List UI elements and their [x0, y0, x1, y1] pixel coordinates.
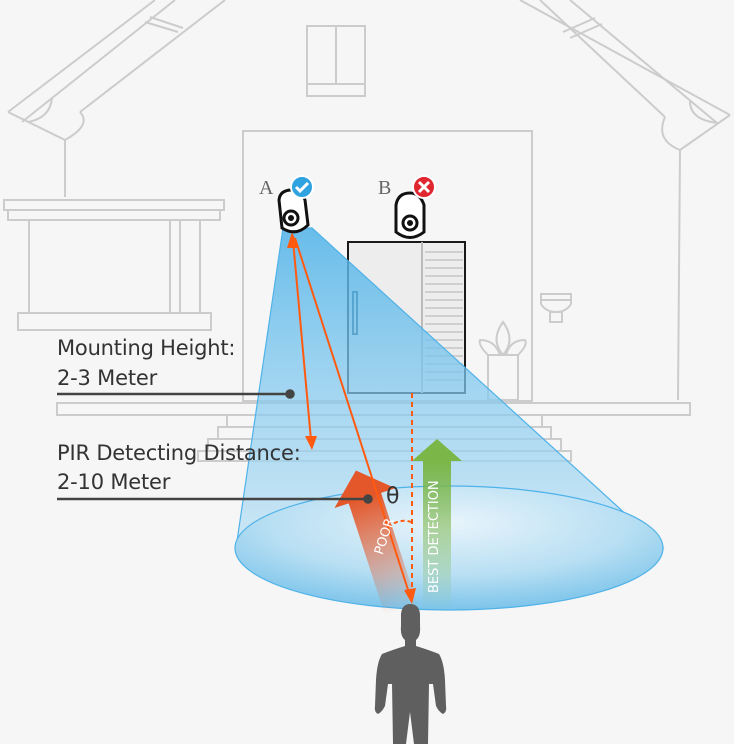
pir-distance-value: 2-10 Meter	[57, 470, 171, 494]
person-silhouette	[374, 604, 447, 744]
best-detection-arrow	[412, 439, 462, 610]
angle-theta-label: θ	[386, 484, 400, 509]
camera-a-icon	[277, 188, 310, 234]
x-badge-icon	[412, 175, 436, 199]
camera-b-icon	[394, 191, 426, 239]
best-detection-label: BEST DETECTION	[427, 480, 442, 593]
camera-b-label: B	[378, 177, 392, 199]
mounting-height-value: 2-3 Meter	[57, 366, 158, 390]
distance-arrows	[287, 232, 416, 604]
mounting-height-title: Mounting Height:	[57, 336, 236, 360]
check-badge-icon	[290, 175, 314, 199]
pir-distance-title: PIR Detecting Distance:	[57, 441, 301, 465]
leader-lines	[57, 389, 373, 504]
angle-arc	[387, 519, 412, 528]
camera-a-label: A	[259, 177, 274, 199]
